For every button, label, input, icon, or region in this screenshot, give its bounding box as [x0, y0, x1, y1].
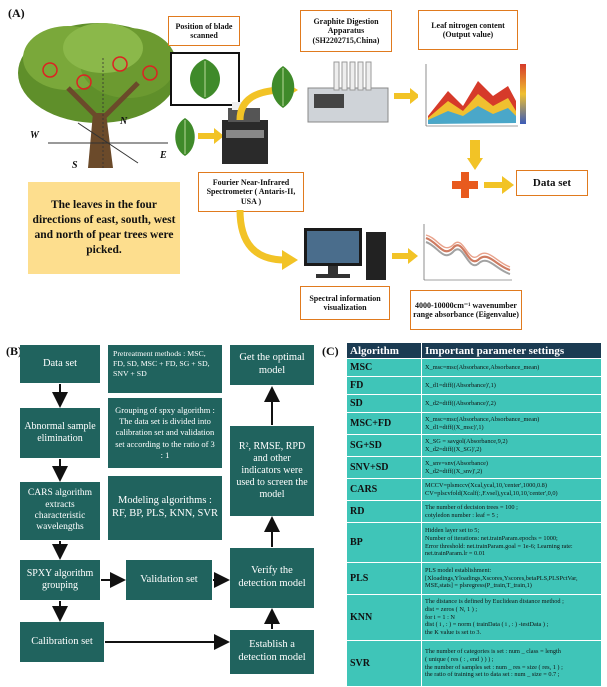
leaf-photo-frame [170, 52, 240, 106]
spxy-node: SPXY algorithm grouping [20, 560, 100, 600]
graphite-apparatus-image [307, 61, 389, 123]
flow-arrows-b [52, 384, 280, 650]
plus-icon [452, 172, 478, 198]
establish-model-node: Establish a detection model [230, 630, 314, 674]
algorithm-cell: MSC+FD [346, 412, 422, 435]
arrow-icon [392, 248, 418, 264]
ftnir-spectrometer-box: Fourier Near-Infrared Spectrometer ( Ant… [198, 172, 304, 212]
arrow-icon [394, 88, 420, 104]
direction-s: S [72, 160, 78, 171]
sample-marker [42, 62, 58, 78]
verify-model-node: Verify the detection model [230, 548, 314, 608]
leaf-nitrogen-box: Leaf nitrogen content (Output value) [418, 10, 518, 50]
parameter-cell: The number of categories is set : num _ … [421, 640, 602, 687]
indicators-node: R², RMSE, RPD and other indicators were … [230, 426, 314, 516]
parameter-cell: X_d2=diff((Absorbance)',2) [421, 394, 602, 413]
pear-tree-illustration [18, 23, 178, 168]
algorithm-cell: SNV+SD [346, 456, 422, 479]
algorithm-cell: SD [346, 394, 422, 413]
position-blade-box: Position of blade scanned [168, 16, 240, 46]
algorithm-cell: SVR [346, 640, 422, 687]
algorithm-cell: MSC [346, 358, 422, 377]
algorithm-cell: FD [346, 376, 422, 395]
leaf-icon [175, 118, 195, 156]
panel-a-label: (A) [8, 6, 25, 20]
pretreatment-note: Pretreatment methods : MSC, FD, SD, MSC … [108, 345, 222, 393]
arrow-icon [198, 128, 224, 144]
data-set-node: Data set [20, 345, 100, 383]
algorithm-cell: KNN [346, 594, 422, 641]
abnormal-elimination-node: Abnormal sample elimination [20, 408, 100, 458]
panel-b-label: (B) [6, 344, 22, 358]
parameter-cell: X_snv=snv(Absorbance) X_d2=diff((X_snv)'… [421, 456, 602, 479]
dataset-output-box: Data set [516, 170, 588, 196]
graphite-apparatus-box: Graphite Digestion Apparatus (SH2202715,… [300, 10, 392, 52]
algorithm-cell: BP [346, 522, 422, 563]
leaf-icon [271, 66, 295, 108]
parameter-cell: PLS model establishment: [Xloadings,Yloa… [421, 562, 602, 595]
panel-c-label: (C) [322, 344, 339, 358]
optimal-model-node: Get the optimal model [230, 345, 314, 385]
direction-e: E [160, 150, 167, 161]
grouping-note: Grouping of spxy algorithm : The data se… [108, 398, 222, 468]
wavenumber-box: 4000-10000cm⁻¹ wavenumber range absorban… [410, 290, 522, 330]
cars-node: CARS algorithm extracts characteristic w… [20, 482, 100, 540]
algorithm-cell: RD [346, 500, 422, 523]
parameter-cell: Hidden layer set to 5; Number of iterati… [421, 522, 602, 563]
parameter-cell: The distance is defined by Euclidean dis… [421, 594, 602, 641]
arrow-icon [467, 140, 483, 170]
modeling-note: Modeling algorithms : RF, BP, PLS, KNN, … [108, 476, 222, 540]
direction-w: W [30, 130, 39, 141]
spectrometer-image [222, 102, 268, 164]
sample-marker [76, 74, 92, 90]
algorithm-cell: CARS [346, 478, 422, 501]
algorithm-cell: SG+SD [346, 434, 422, 457]
header-parameters: Important parameter settings [421, 342, 602, 359]
parameter-cell: X_msc=msc(Absorbance,Absorbance_mean) X_… [421, 412, 602, 435]
leaf-picking-note: The leaves in the four directions of eas… [28, 182, 180, 274]
arrow-icon [484, 176, 514, 194]
validation-set-node: Validation set [126, 560, 212, 600]
spectral-visualization-box: Spectral information visualization [300, 286, 390, 320]
parameter-table: Algorithm Important parameter settings M… [346, 342, 602, 687]
parameter-cell: The number of decision trees = 100 ; cot… [421, 500, 602, 523]
calibration-set-node: Calibration set [20, 622, 104, 662]
direction-n: N [120, 116, 128, 127]
parameter-cell: X_d1=diff((Absorbance)',1) [421, 376, 602, 395]
sample-marker [142, 65, 158, 81]
parameter-cell: X_SG = savgol(Absorbance,9,2) X_d2=diff(… [421, 434, 602, 457]
parameter-cell: X_msc=msc(Absorbance,Absorbance_mean) [421, 358, 602, 377]
nitrogen-surface-plot [418, 56, 530, 138]
header-algorithm: Algorithm [346, 342, 422, 359]
algorithm-cell: PLS [346, 562, 422, 595]
parameter-cell: MCCV=plsmccv(Xcal,ycal,10,'center',1000,… [421, 478, 602, 501]
sample-marker [112, 56, 128, 72]
spectra-plot [423, 224, 512, 281]
computer-image [304, 228, 386, 280]
